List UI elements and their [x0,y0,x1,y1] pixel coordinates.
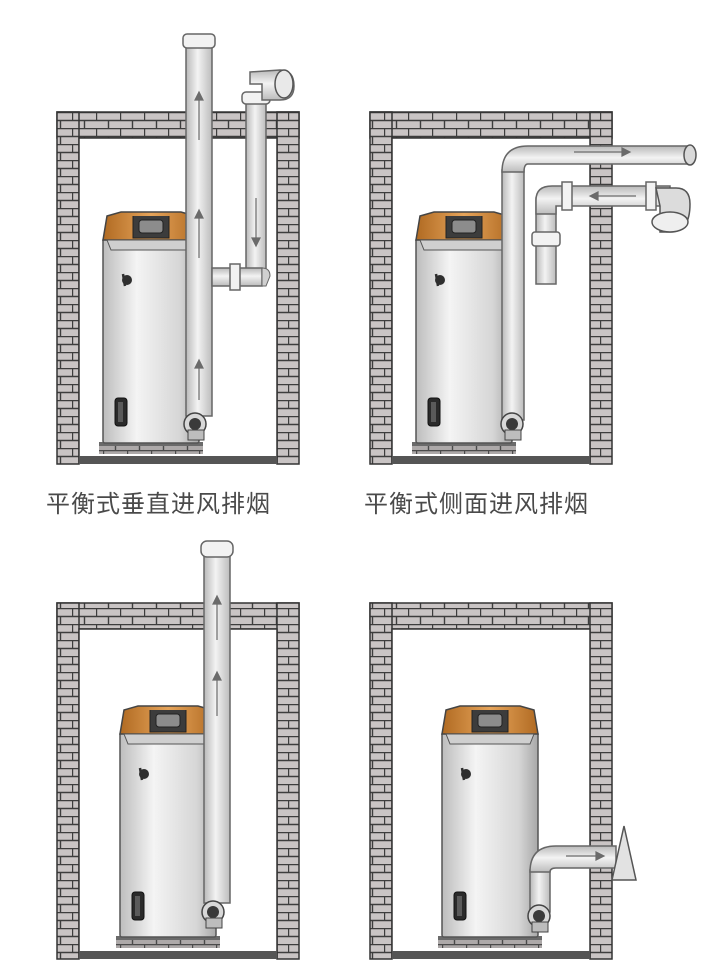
panel-side-exhaust [369,602,637,960]
water-heater [410,210,518,456]
intake-pipe [531,181,691,285]
water-heater [436,704,544,950]
panel-balanced-side [369,111,697,465]
caption-balanced-vertical: 平衡式垂直进风排烟 [46,490,271,518]
exhaust-pipe [527,825,637,933]
intake-pipe [211,69,295,291]
panel-vertical-exhaust [56,540,300,960]
exhaust-pipe [200,540,234,929]
exhaust-pipe [500,144,697,441]
panel-balanced-vertical [56,33,300,465]
exhaust-pipe [182,33,216,441]
caption-balanced-side: 平衡式侧面进风排烟 [364,490,589,518]
